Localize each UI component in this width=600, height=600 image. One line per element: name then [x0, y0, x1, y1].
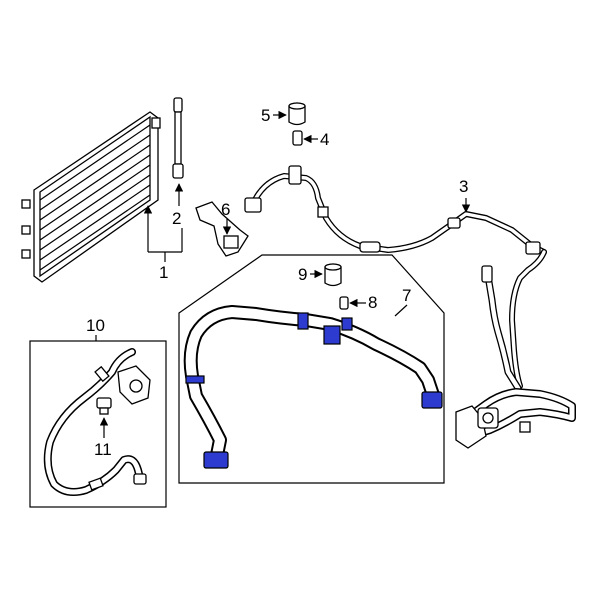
ac-line-highlighted	[183, 305, 443, 469]
callout-1: 1	[159, 263, 168, 282]
callout-4: 4	[320, 130, 329, 149]
callout-2-leader	[174, 183, 184, 252]
callout-9: 9	[298, 265, 307, 284]
cap-small-box	[339, 296, 349, 310]
callout-11: 11	[94, 440, 112, 459]
callout-10: 10	[86, 316, 105, 335]
ac-line-upper	[244, 165, 547, 389]
part-10-box	[29, 340, 167, 508]
callout-7: 7	[402, 286, 411, 305]
callout-5: 5	[261, 106, 270, 125]
ac-line-10	[43, 348, 151, 496]
condenser	[21, 111, 161, 283]
callout-2: 2	[172, 209, 181, 228]
part-7-box	[178, 254, 445, 484]
compressor-lines	[455, 265, 576, 449]
callout-3: 3	[459, 177, 468, 196]
callout-7-leader	[394, 304, 408, 317]
cap-large	[288, 102, 306, 126]
line-fitting	[195, 201, 249, 257]
cap-large-box	[324, 263, 342, 287]
cap-small	[292, 130, 303, 146]
callout-6: 6	[221, 200, 230, 219]
callout-1-leader	[143, 205, 182, 262]
receiver-drier	[172, 97, 184, 179]
callout-8: 8	[368, 293, 377, 312]
pressure-switch	[96, 397, 112, 415]
